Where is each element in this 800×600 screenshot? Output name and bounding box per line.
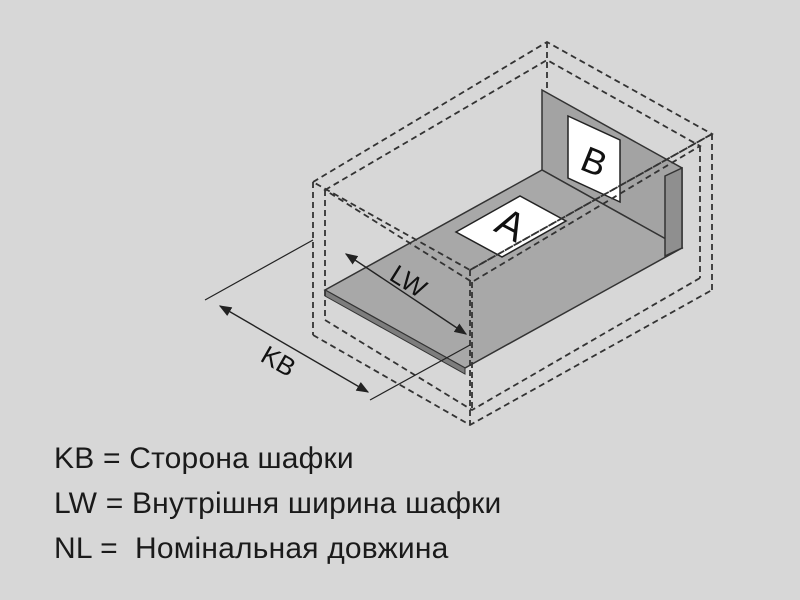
cabinet-outline bbox=[311, 40, 714, 427]
legend-kb: KB = Сторона шафки bbox=[54, 442, 354, 475]
legend-lw: LW = Внутрішня ширина шафки bbox=[54, 487, 502, 520]
drawer-side-panel bbox=[664, 166, 683, 258]
legend: KB = Сторона шафки LW = Внутрішня ширина… bbox=[54, 436, 501, 571]
cabinet-drawer-diagram: B A KB L bbox=[204, 40, 714, 427]
legend-nl: NL = Номінальная довжина bbox=[54, 532, 449, 565]
label-kb: KB bbox=[256, 339, 301, 382]
label-b-card: B bbox=[567, 114, 621, 204]
